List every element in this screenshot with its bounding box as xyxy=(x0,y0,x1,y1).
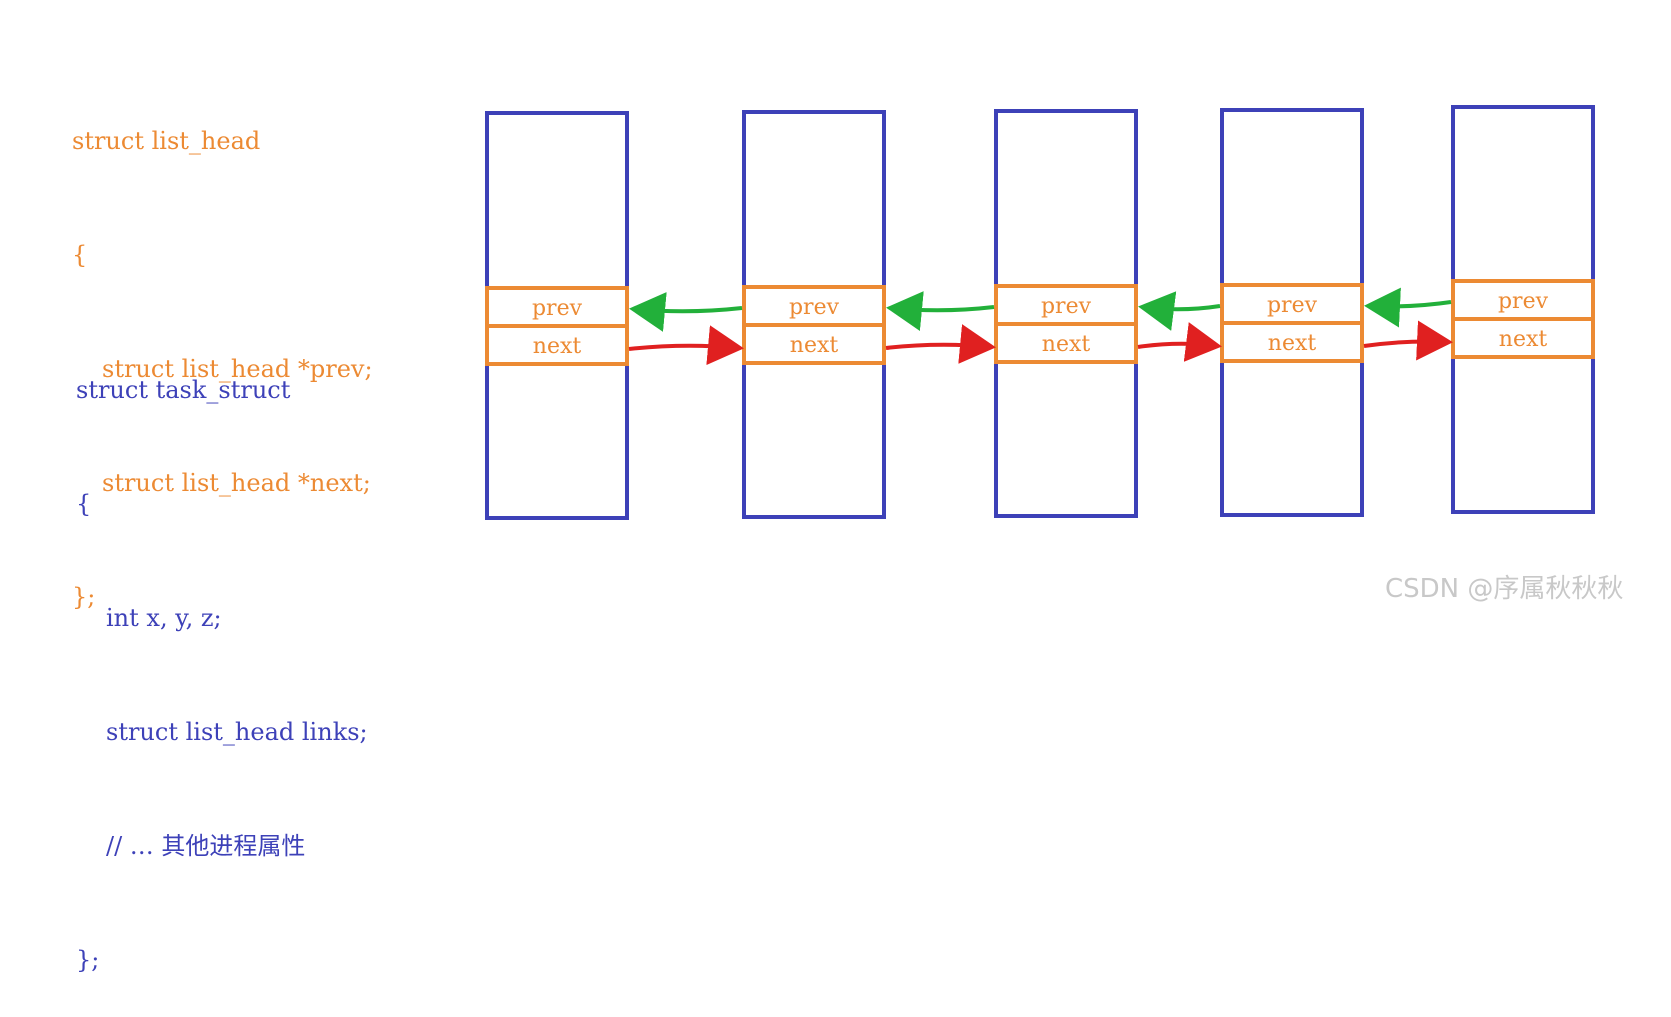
next-label: next xyxy=(533,334,582,359)
prev-field xyxy=(994,284,1138,326)
prev-field xyxy=(1451,279,1595,321)
next-arrow xyxy=(628,325,744,366)
list-node: prev next xyxy=(742,110,886,519)
code-line: { xyxy=(72,241,88,269)
code-list-head: struct list_head { struct list_head *pre… xyxy=(72,46,373,654)
code-line: struct task_struct xyxy=(76,376,291,404)
next-label: next xyxy=(790,333,839,358)
list-node: prev next xyxy=(485,111,629,520)
list-node: prev next xyxy=(994,109,1138,518)
code-line: // … 其他进程属性 xyxy=(106,832,306,860)
next-field xyxy=(485,324,629,366)
next-field xyxy=(994,322,1138,364)
prev-arrow xyxy=(629,292,743,332)
prev-label: prev xyxy=(789,295,840,320)
next-field xyxy=(1220,321,1364,363)
list-node: prev next xyxy=(1451,105,1595,514)
code-line: { xyxy=(76,490,92,518)
next-label: next xyxy=(1268,331,1317,356)
linked-list-diagram: prev next prev next prev next prev next prev next xyxy=(485,105,1595,520)
next-field xyxy=(742,323,886,365)
next-arrow xyxy=(885,324,996,364)
code-line: struct list_head *prev; xyxy=(102,355,373,383)
next-arrow xyxy=(1363,320,1453,361)
code-line: }; xyxy=(72,583,96,611)
watermark: CSDN @序属秋秋秋 xyxy=(1385,574,1624,604)
prev-label: prev xyxy=(532,296,583,321)
prev-arrow xyxy=(1364,287,1452,328)
prev-label: prev xyxy=(1267,293,1318,318)
prev-label: prev xyxy=(1041,294,1092,319)
prev-arrow xyxy=(886,291,995,331)
next-label: next xyxy=(1499,327,1548,352)
list-node: prev next xyxy=(1220,108,1364,517)
next-label: next xyxy=(1042,332,1091,357)
code-line: struct list_head xyxy=(72,127,261,155)
prev-arrow xyxy=(1138,291,1221,331)
code-line: struct list_head *next; xyxy=(102,469,371,497)
code-line: }; xyxy=(76,946,100,974)
prev-label: prev xyxy=(1498,289,1549,314)
code-line: struct list_head links; xyxy=(106,718,368,746)
prev-field xyxy=(485,286,629,328)
next-arrow xyxy=(1137,322,1222,362)
next-field xyxy=(1451,317,1595,359)
